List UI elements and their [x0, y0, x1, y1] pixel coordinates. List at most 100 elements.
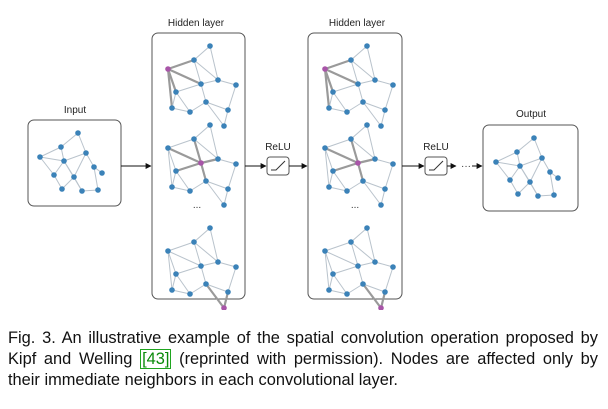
- graph-node: [364, 43, 370, 49]
- highlighted-node: [355, 160, 361, 166]
- graph-node: [169, 105, 175, 111]
- graph-edge: [346, 180, 364, 192]
- graph-node: [382, 289, 388, 295]
- graph-edge: [193, 227, 211, 243]
- graph-node: [51, 172, 57, 178]
- graph-node: [191, 57, 197, 63]
- ellipsis-after-relu: ···: [461, 161, 471, 172]
- graph-edge: [217, 261, 237, 268]
- graph-node: [390, 82, 396, 88]
- graph-edge: [193, 45, 211, 61]
- relu-1-box: [266, 156, 290, 176]
- graph-edge: [362, 180, 382, 206]
- highlighted-node: [322, 66, 328, 72]
- graph-edge: [332, 265, 359, 275]
- graph-edge: [39, 156, 65, 162]
- graph-edge: [549, 171, 555, 196]
- graph-edge: [324, 138, 352, 149]
- caption-text-end: (reprinted with permission). Nodes are a…: [8, 350, 598, 389]
- graph-edge: [209, 227, 219, 263]
- graph-node: [99, 170, 105, 176]
- graph-node: [207, 225, 213, 231]
- graph-edge: [495, 161, 511, 181]
- graph-node: [215, 77, 221, 83]
- graph-node: [173, 89, 179, 95]
- graph-edge: [175, 265, 202, 275]
- convolution-diagram: Input Hidden layer Hidden layer ReLU ReL…: [27, 18, 579, 310]
- graph-node: [173, 271, 179, 277]
- graph-node: [233, 82, 239, 88]
- graph-edge: [217, 79, 237, 86]
- graph-edge: [366, 45, 376, 81]
- graph-node: [390, 264, 396, 270]
- graph-node: [61, 158, 67, 164]
- graph-edge: [495, 151, 518, 163]
- graph-edge: [362, 180, 386, 190]
- graph-edge: [53, 160, 65, 176]
- graph-edge: [350, 138, 376, 160]
- graph-edge: [175, 170, 191, 192]
- highlighted-edge: [323, 68, 331, 109]
- graph-node: [165, 248, 171, 254]
- graph-edge: [171, 107, 191, 113]
- graph-node: [203, 178, 209, 184]
- highlighted-edge: [349, 138, 360, 164]
- graph-node: [364, 225, 370, 231]
- graph-node: [75, 130, 81, 136]
- graph-node: [382, 107, 388, 113]
- graph-node: [95, 187, 101, 193]
- input-label: Input: [64, 105, 86, 116]
- graph-edge: [39, 156, 55, 176]
- graph-node: [165, 145, 171, 151]
- graph-node: [225, 186, 231, 192]
- graph-edge: [350, 227, 368, 243]
- highlighted-node: [221, 305, 227, 310]
- citation-link[interactable]: [43]: [140, 349, 172, 369]
- graph-node: [198, 81, 204, 87]
- graph-edge: [189, 101, 207, 113]
- graph-edge: [205, 101, 225, 127]
- graph-edge: [167, 147, 173, 188]
- graph-edge: [384, 163, 394, 190]
- graph-edge: [171, 186, 191, 192]
- graph-edge: [362, 101, 382, 127]
- graph-edge: [200, 265, 207, 285]
- graph-edge: [357, 83, 364, 103]
- graph-node: [203, 99, 209, 105]
- graph-edge: [217, 158, 237, 165]
- graph-edge: [205, 101, 229, 111]
- graph-node: [355, 81, 361, 87]
- graph-edge: [328, 289, 348, 295]
- graph-edge: [519, 157, 543, 167]
- graph-edge: [193, 138, 219, 160]
- graph-edge: [324, 250, 334, 275]
- output-graph: [493, 135, 561, 199]
- hidden-2-graph-middle: [322, 122, 396, 208]
- graph-node: [91, 164, 97, 170]
- hidden-1-graph-middle: [165, 122, 239, 208]
- graph-edge: [167, 241, 195, 252]
- graph-node: [203, 281, 209, 287]
- hidden-layer-2-ellipsis: ...: [351, 200, 359, 211]
- graph-node: [233, 264, 239, 270]
- graph-edge: [350, 241, 359, 267]
- graph-node: [326, 184, 332, 190]
- graph-edge: [189, 180, 207, 192]
- graph-node: [198, 263, 204, 269]
- graph-node: [360, 99, 366, 105]
- graph-edge: [209, 45, 219, 81]
- highlighted-edge: [167, 67, 202, 86]
- graph-node: [191, 136, 197, 142]
- graph-edge: [346, 101, 364, 113]
- graph-edge: [324, 241, 352, 252]
- graph-node: [531, 135, 537, 141]
- graph-node: [547, 169, 553, 175]
- graph-edge: [324, 147, 330, 188]
- highlighted-edge: [200, 157, 219, 165]
- graph-node: [221, 202, 227, 208]
- graph-edge: [175, 83, 202, 93]
- graph-node: [330, 271, 336, 277]
- hidden-1-graph-top: [165, 43, 239, 129]
- graph-node: [322, 248, 328, 254]
- graph-node: [326, 287, 332, 293]
